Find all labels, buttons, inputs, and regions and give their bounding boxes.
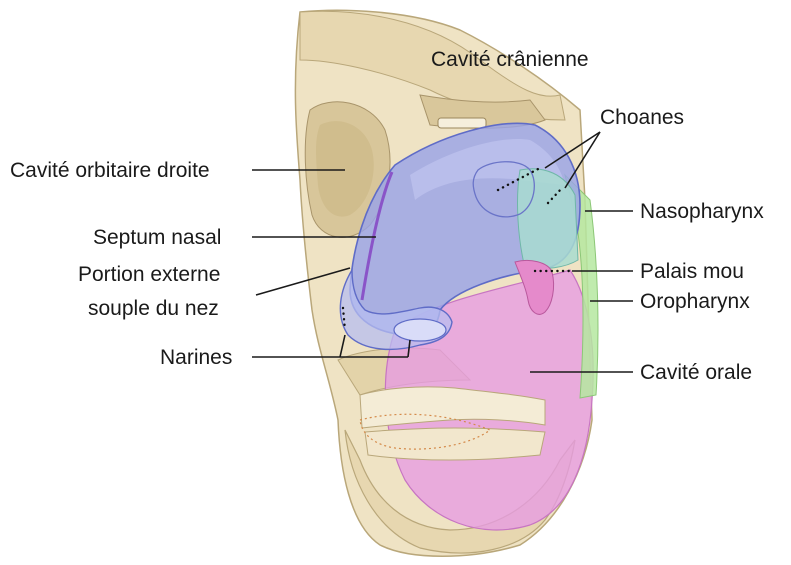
label-nasopharynx: Nasopharynx	[640, 200, 764, 223]
label-soft-palate: Palais mou	[640, 260, 744, 283]
label-oral-cavity: Cavité orale	[640, 361, 752, 384]
label-nasal-septum: Septum nasal	[93, 226, 221, 249]
lower-teeth	[365, 428, 545, 460]
label-choanae: Choanes	[600, 106, 684, 129]
nostril-shape	[394, 319, 446, 341]
label-external-nose-line2: souple du nez	[88, 297, 219, 320]
label-cranial-cavity: Cavité crânienne	[431, 48, 589, 71]
label-right-orbit: Cavité orbitaire droite	[10, 159, 210, 182]
label-nostrils: Narines	[160, 346, 232, 369]
label-oropharynx: Oropharynx	[640, 290, 750, 313]
cribriform-plate	[438, 118, 486, 128]
label-external-nose-line1: Portion externe	[78, 263, 220, 286]
